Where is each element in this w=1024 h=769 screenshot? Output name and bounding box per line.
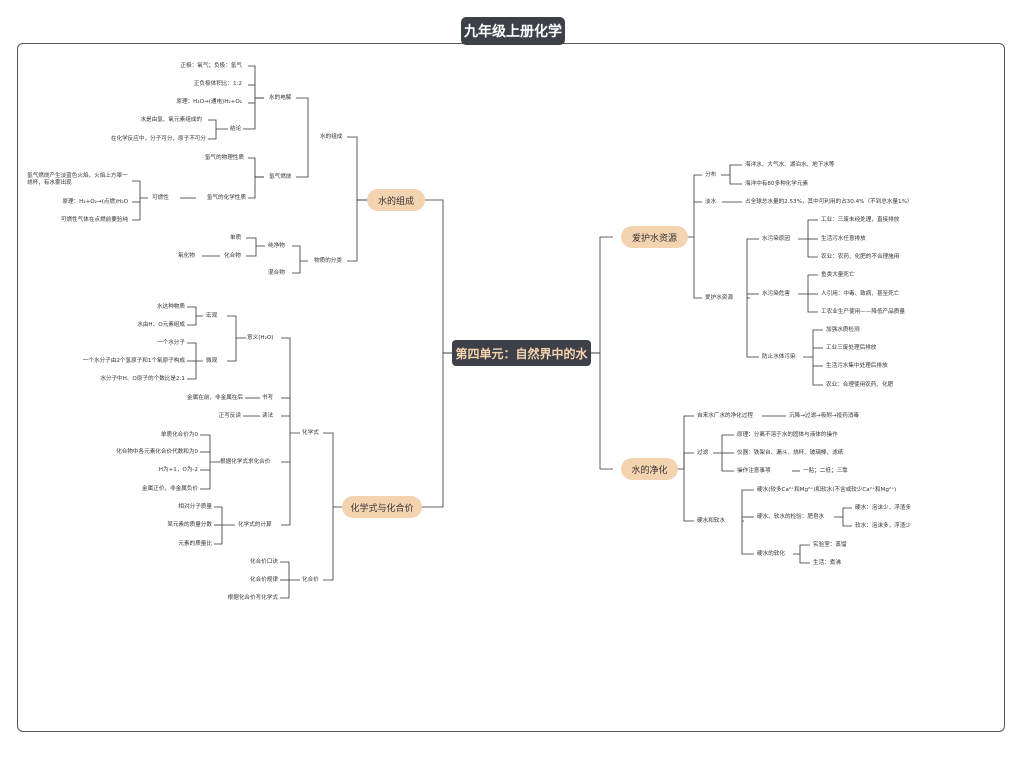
node[interactable]: 元素的质量比 [178,541,212,547]
node[interactable]: 水分子中H、O原子的个数比是2:1 [100,376,185,382]
node[interactable]: 生活污水集中处理后排放 [826,363,888,369]
node[interactable]: 软水：泡沫多，浮渣少 [855,523,911,529]
node[interactable]: 化学式的计算 [238,522,272,528]
branch-water-composition[interactable]: 水的组成 [367,189,425,211]
map-title: 九年级上册化学 [461,17,565,45]
node[interactable]: 读法 [262,413,274,419]
node[interactable]: 书写 [262,395,274,401]
node[interactable]: 生活：煮沸 [813,560,841,566]
node[interactable]: 可燃性 [152,195,169,201]
node[interactable]: 自来水厂水的净化过程 [697,413,753,419]
node[interactable]: 淡水 [705,199,717,205]
node[interactable]: 氢气的物理性质 [204,155,244,161]
node[interactable]: 操作注意事项 [737,468,771,474]
node[interactable]: 物质的分类 [314,258,342,264]
node[interactable]: 水由H、O元素组成 [137,322,185,328]
node[interactable]: 一个水分子 [157,340,185,346]
node[interactable]: 人引用：中毒、致病、甚至死亡 [821,291,900,297]
node[interactable]: 生活污水任意排放 [821,236,866,242]
node[interactable]: 微观 [206,358,218,364]
node[interactable]: 金属正价，非金属负价 [142,486,198,492]
branch-protect-water[interactable]: 爱护水资源 [621,226,688,248]
node[interactable]: 化合物 [224,253,241,259]
node[interactable]: 正负极体积比：1:2 [193,81,242,87]
node[interactable]: 一个水分子由2个氢原子和1个氧原子构成 [82,358,185,364]
node[interactable]: 农业：合理使用农药、化肥 [826,382,894,388]
node[interactable]: 化学式 [302,430,319,436]
node[interactable]: 原理：H₂O→(通电)H₂+O₂ [176,99,242,105]
node[interactable]: 硬水、软水的检验：肥皂水 [757,514,825,520]
node[interactable]: 爱护水资源 [705,295,733,301]
node[interactable]: 结论 [230,126,242,132]
node[interactable]: 防止水体污染 [762,354,796,360]
node[interactable]: 正写反读 [218,413,241,419]
node[interactable]: 可燃性气体在点燃前要验纯 [60,217,128,223]
node[interactable]: 硬水的软化 [757,551,785,557]
node[interactable]: 单质 [230,235,242,241]
node[interactable]: 工业：三废未经处理，直接排放 [821,217,900,223]
node[interactable]: 化合价 [302,577,319,583]
node[interactable]: 水污染危害 [762,291,790,297]
node[interactable]: 实验室：蒸馏 [813,542,847,548]
branch-formula-valence[interactable]: 化学式与化合价 [342,496,422,518]
node[interactable]: 水是由氢、氧元素组成的 [140,117,202,123]
node[interactable]: 海洋中有80多种化学元素 [745,181,809,187]
node[interactable]: 仪器：铁架台、漏斗、烧杯、玻璃棒、滤纸 [737,450,844,456]
node[interactable]: 氢气燃烧产生淡蓝色火焰，火焰上方罩一烧杯，有水雾出现 [27,173,128,186]
node[interactable]: 正极：氧气；负极：氢气 [180,63,242,69]
node[interactable]: 根据化学式求化合价 [220,459,271,465]
node[interactable]: 原理：分离不溶于水的固体与液体的操作 [737,432,838,438]
node[interactable]: 加强水质检测 [826,327,860,333]
node[interactable]: 海洋水、大气水、湖泊水、地下水等 [745,162,835,168]
node[interactable]: 水污染原因 [762,236,790,242]
node[interactable]: 农业：农药、化肥的不合理施用 [821,254,900,260]
node[interactable]: 在化学反应中，分子可分，原子不可分 [110,136,206,142]
node[interactable]: 过滤 [697,450,709,456]
node[interactable]: 纯净物 [268,243,285,249]
node[interactable]: H为+1，O为-2 [158,467,198,473]
node[interactable]: 鱼类大量死亡 [821,272,855,278]
node[interactable]: 相对分子质量 [178,504,212,510]
node[interactable]: 化合物中各元素化合价代数和为0 [116,449,198,455]
node[interactable]: 宏观 [206,313,218,319]
node[interactable]: 氢气燃烧 [269,174,292,180]
node[interactable]: 水的组成 [320,134,343,140]
node[interactable]: 根据化合价写化学式 [227,595,278,601]
node[interactable]: 氢气的化学性质 [206,195,246,201]
node[interactable]: 分布 [705,172,717,178]
node[interactable]: 意义(H₂O) [247,335,274,341]
central-topic[interactable]: 第四单元：自然界中的水 [452,340,591,366]
node[interactable]: 硬水：泡沫少，浮渣多 [855,505,911,511]
node[interactable]: 某元素的质量分数 [167,522,212,528]
node[interactable]: 硬水(较多Ca²⁺和Mg²⁺)和软水(不含或较少Ca²⁺和Mg²⁺) [757,487,897,493]
node[interactable]: 单质化合价为0 [160,432,198,438]
node[interactable]: 水的电解 [269,95,292,101]
node[interactable]: 硬水和软水 [697,518,725,524]
node[interactable]: 化合价口诀 [250,559,278,565]
node[interactable]: 水这种物质 [157,304,185,310]
node[interactable]: 工业三废处理后排放 [826,345,877,351]
node[interactable]: 一贴；二低；三靠 [803,468,848,474]
node[interactable]: 沉降→过滤→吸附→投药消毒 [789,413,859,419]
node[interactable]: 原理：H₂+O₂→(点燃)H₂O [62,199,128,205]
node[interactable]: 混合物 [268,270,285,276]
node[interactable]: 金属在前，非金属在后 [187,395,243,401]
node[interactable]: 占全球总水量的2.53%，其中可利用的占30.4%（不到总水量1%） [745,199,913,205]
node[interactable]: 化合价规律 [250,577,278,583]
branch-water-purification[interactable]: 水的净化 [621,458,678,480]
node[interactable]: 工农业生产使用——降低产品质量 [821,309,905,315]
node[interactable]: 氧化物 [178,253,195,259]
